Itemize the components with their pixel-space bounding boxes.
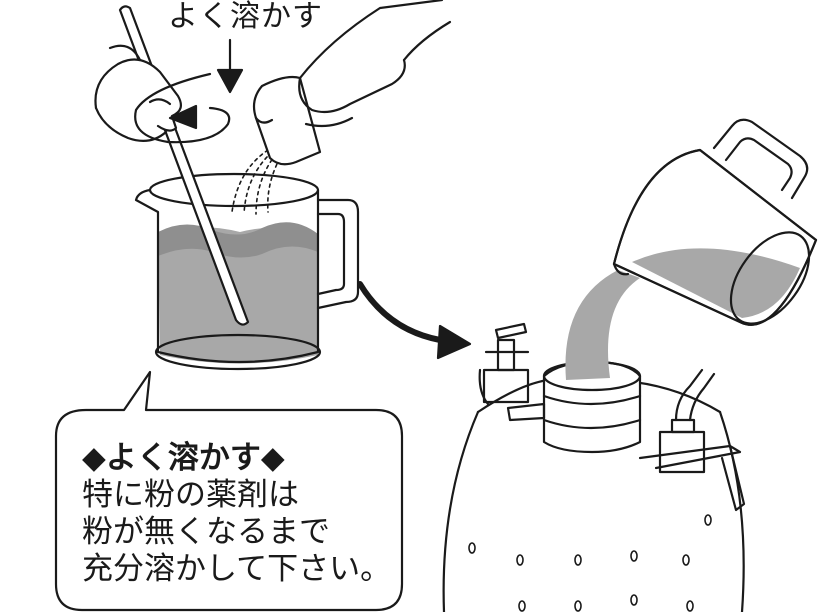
pitcher-liquid	[632, 248, 800, 318]
pitcher-handle	[712, 118, 809, 200]
pouring-hand	[298, 0, 452, 128]
measuring-jug	[134, 172, 360, 371]
stirring-hand	[94, 44, 183, 143]
pitcher	[612, 118, 818, 326]
transfer-arrow	[357, 281, 472, 360]
jug-handle	[316, 198, 360, 310]
callout-line-1: 特に粉の薬剤は	[82, 477, 299, 513]
jug-liquid-surface	[158, 222, 318, 258]
tank-holes	[468, 514, 712, 612]
swirl-arrowhead	[168, 104, 198, 130]
top-label: よく溶かす	[168, 0, 323, 34]
tank-pump	[482, 368, 530, 404]
tank	[442, 322, 746, 612]
callout-title: ◆よく溶かす◆	[82, 440, 285, 476]
callout-line-3: 充分溶かして下さい。	[82, 551, 392, 587]
callout-line-2: 粉が無くなるまで	[82, 514, 330, 550]
down-arrow	[216, 38, 244, 94]
pouring-cup	[252, 75, 322, 166]
swirl-arrow	[134, 72, 231, 144]
jug-bottom	[154, 333, 322, 371]
jug-rim	[148, 172, 320, 208]
powder-stream	[231, 149, 281, 215]
jug-body	[134, 188, 320, 364]
callout-text: ◆よく溶かす◆ 特に粉の薬剤は 粉が無くなるまで 充分溶かして下さい。	[82, 440, 402, 588]
callout-bubble	[54, 370, 404, 612]
liquid-stream	[565, 270, 640, 380]
